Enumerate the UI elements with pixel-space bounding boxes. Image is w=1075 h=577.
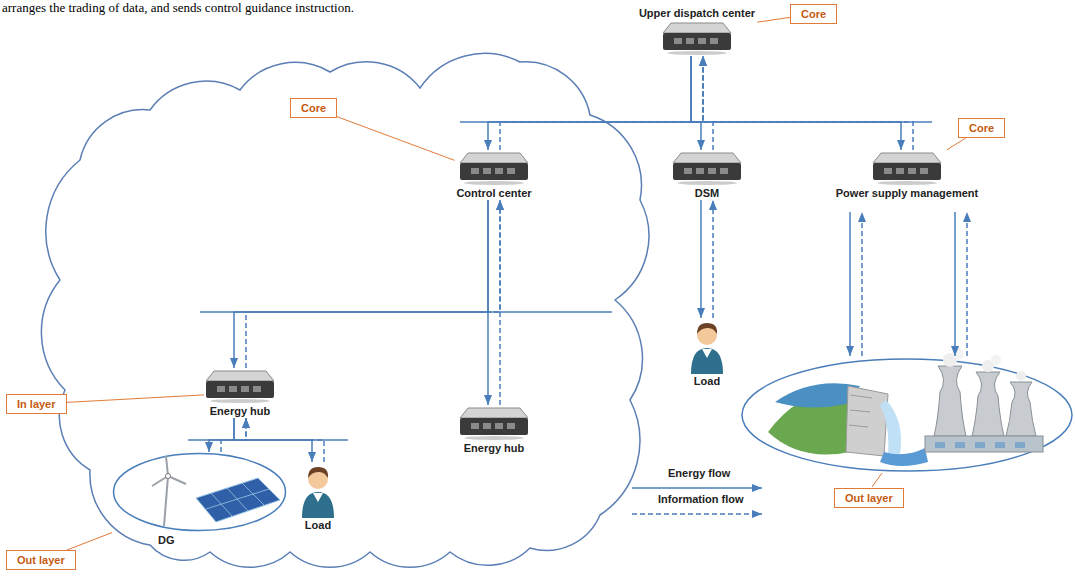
device-node: DSM — [671, 150, 743, 200]
device-node: Energy hub — [204, 368, 276, 418]
leader-line — [67, 533, 112, 550]
info-flow-arrow — [246, 200, 500, 368]
node-label: Upper dispatch center — [637, 6, 757, 20]
layer-callout: Core — [958, 118, 1005, 138]
energy-flow-arrow — [487, 200, 489, 405]
dg-ellipse — [112, 452, 287, 532]
info-flow-arrow — [703, 56, 713, 150]
energy-arrow — [849, 212, 851, 356]
router-icon — [871, 150, 943, 186]
callout-text: Out layer — [845, 492, 893, 504]
layer-callout: In layer — [6, 394, 67, 414]
dg-node: DG — [112, 452, 287, 546]
node-label: DG — [112, 532, 287, 546]
hydro-dam — [768, 383, 928, 466]
thermal-plant — [925, 348, 1043, 452]
node-label: Load — [692, 374, 722, 388]
device-node: Power supply management — [834, 150, 980, 200]
layer-callout: Core — [290, 98, 337, 118]
info-flow-arrow — [703, 56, 913, 150]
info-flow-arrow — [712, 200, 714, 318]
leader-line — [337, 117, 454, 161]
energy-flow-arrow — [488, 56, 691, 150]
person-icon — [687, 318, 727, 374]
node-label: Energy hub — [208, 404, 273, 418]
device-node: Control center — [454, 150, 533, 200]
callout-text: Out layer — [17, 554, 65, 566]
node-label: Energy hub — [462, 441, 527, 455]
router-icon — [458, 405, 530, 441]
leader-line — [872, 473, 882, 487]
router-icon — [458, 150, 530, 186]
leader-line — [757, 17, 790, 22]
callout-text: Core — [301, 102, 326, 114]
load-node: Load — [687, 318, 727, 388]
router-icon — [204, 368, 276, 404]
person-icon — [298, 462, 338, 518]
router-icon — [204, 368, 276, 404]
load-node: Load — [298, 462, 338, 532]
router-icon — [671, 150, 743, 186]
info-arrow — [861, 212, 863, 356]
router-icon — [458, 405, 530, 441]
callout-text: Core — [969, 122, 994, 134]
legend-text: Information flow — [658, 493, 744, 505]
router-icon — [671, 150, 743, 186]
energy-flow-arrow — [234, 200, 488, 368]
layer-callout: Core — [790, 4, 837, 24]
person-icon — [298, 462, 338, 518]
legend-text: Energy flow — [668, 467, 730, 479]
info-arrow — [966, 212, 968, 356]
callout-text: In layer — [17, 398, 56, 410]
plant-ellipse — [742, 359, 1072, 471]
leader-line — [67, 395, 205, 403]
energy-arrow — [954, 212, 956, 356]
info-flow-arrow — [500, 56, 703, 150]
node-label: Power supply management — [834, 186, 980, 200]
caption-text: arranges the trading of data, and sends … — [2, 0, 354, 16]
router-icon — [661, 20, 733, 56]
legend-sample — [632, 513, 762, 515]
device-node: Upper dispatch center — [637, 6, 757, 56]
router-icon — [458, 150, 530, 186]
router-icon — [661, 20, 733, 56]
callout-text: Core — [801, 8, 826, 20]
device-node: Energy hub — [458, 405, 530, 455]
energy-flow-arrow — [700, 200, 702, 318]
layer-callout: Out layer — [6, 550, 76, 570]
info-flow-arrow — [246, 418, 324, 462]
leader-line — [947, 138, 966, 150]
energy-flow-arrow — [209, 418, 234, 452]
energy-flow-arrow — [691, 56, 701, 150]
cloud-outline — [41, 53, 648, 567]
node-label: DSM — [693, 186, 721, 200]
layer-callout: Out layer — [834, 488, 904, 508]
legend-sample — [632, 487, 762, 489]
node-label: Control center — [454, 186, 533, 200]
person-icon — [687, 318, 727, 374]
dg-ellipse — [112, 452, 287, 532]
energy-flow-arrow — [691, 56, 901, 150]
router-icon — [871, 150, 943, 186]
info-flow-arrow — [499, 200, 501, 405]
node-label: Load — [303, 518, 333, 532]
